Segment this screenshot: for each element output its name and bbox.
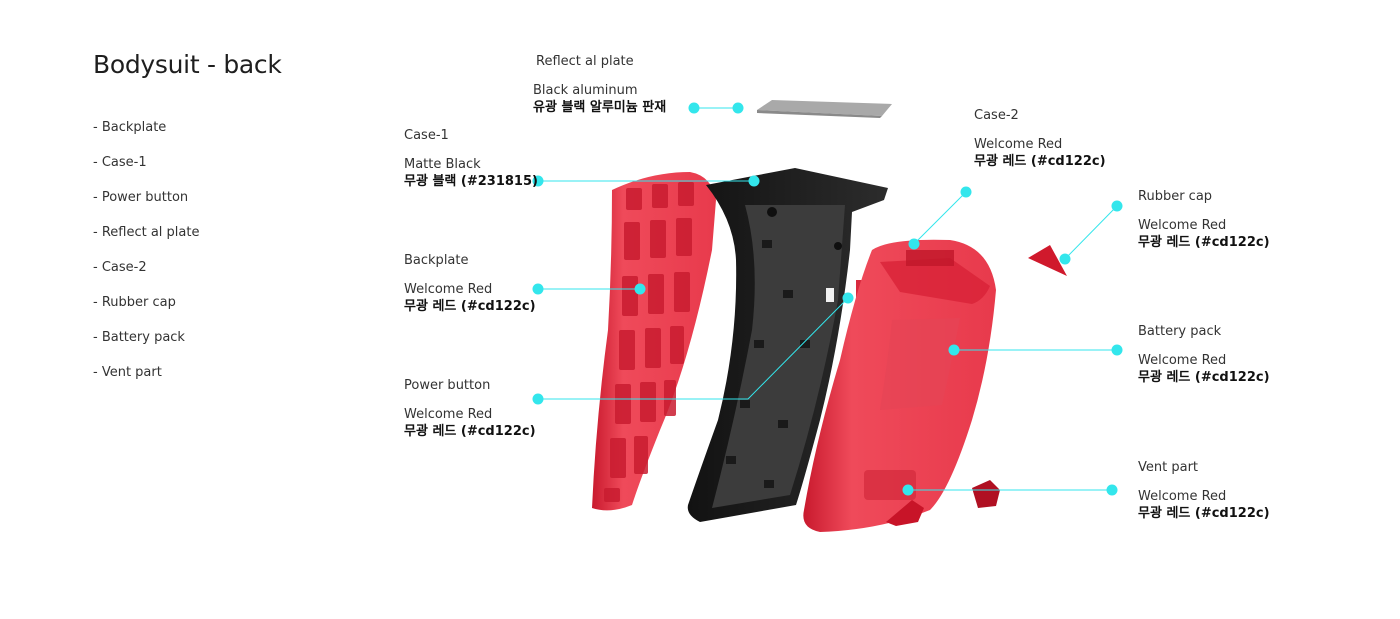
parts-list: - Backplate - Case-1 - Power button - Re… (93, 118, 199, 398)
callout-name: Backplate (404, 253, 469, 268)
callout-spec: 무광 레드 (#cd122c) (404, 424, 536, 439)
callout-spec: 무광 레드 (#cd122c) (1138, 506, 1270, 521)
callout-name: Battery pack (1138, 324, 1222, 339)
callout-finish: Welcome Red (1138, 489, 1227, 504)
callout-spec: 무광 레드 (#cd122c) (1138, 370, 1270, 385)
callout-battery-pack: Battery pack Welcome Red 무광 레드 (#cd122c) (1138, 323, 1270, 386)
case2-battery-part (803, 239, 996, 532)
callout-finish: Welcome Red (1138, 218, 1227, 233)
callout-case1: Case-1 Matte Black 무광 블랙 (#231815) (404, 127, 538, 190)
callout-finish: Welcome Red (404, 282, 493, 297)
callout-finish: Welcome Red (1138, 353, 1227, 368)
callout-spec: 무광 레드 (#cd122c) (1138, 235, 1270, 250)
backplate-part (592, 172, 716, 511)
callout-name: Case-2 (974, 108, 1019, 123)
callout-reflect-plate: Reflect al plate Black aluminum 유광 블랙 알루… (533, 53, 667, 116)
callout-finish: Welcome Red (974, 137, 1063, 152)
callout-vent-part: Vent part Welcome Red 무광 레드 (#cd122c) (1138, 459, 1270, 522)
callout-name: Vent part (1138, 460, 1199, 475)
callout-finish: Welcome Red (404, 407, 493, 422)
callout-spec: 유광 블랙 알루미늄 판재 (533, 100, 667, 115)
rubber-cap-part (1028, 245, 1067, 276)
callout-name: Case-1 (404, 128, 449, 143)
callout-backplate: Backplate Welcome Red 무광 레드 (#cd122c) (404, 252, 536, 315)
parts-list-item: - Reflect al plate (93, 225, 200, 240)
parts-list-item: - Vent part (93, 365, 162, 380)
vent-part-left (886, 500, 924, 526)
leader-dots (532, 102, 1123, 496)
callout-name: Power button (404, 378, 491, 393)
case1-part (687, 168, 888, 522)
callout-finish: Matte Black (404, 157, 481, 172)
vent-part-right (972, 480, 1000, 508)
parts-list-item: - Power button (93, 190, 189, 205)
parts-list-item: - Case-1 (93, 155, 147, 170)
parts-list-item: - Rubber cap (93, 295, 176, 310)
callout-power-button: Power button Welcome Red 무광 레드 (#cd122c) (404, 377, 536, 440)
callout-name: Rubber cap (1138, 189, 1213, 204)
callout-spec: 무광 블랙 (#231815) (404, 174, 538, 189)
callout-case2: Case-2 Welcome Red 무광 레드 (#cd122c) (974, 107, 1106, 170)
parts-list-item: - Battery pack (93, 330, 185, 345)
callout-spec: 무광 레드 (#cd122c) (974, 154, 1106, 169)
leader-lines (538, 107, 1118, 491)
callout-spec: 무광 레드 (#cd122c) (404, 299, 536, 314)
reflect-plate-part (757, 100, 892, 118)
parts-list-item: - Case-2 (93, 260, 147, 275)
page-title: Bodysuit - back (93, 50, 282, 79)
callout-name: Reflect al plate (536, 54, 634, 69)
callout-finish: Black aluminum (533, 83, 638, 98)
callout-rubber-cap: Rubber cap Welcome Red 무광 레드 (#cd122c) (1138, 188, 1270, 251)
parts-list-item: - Backplate (93, 120, 167, 135)
